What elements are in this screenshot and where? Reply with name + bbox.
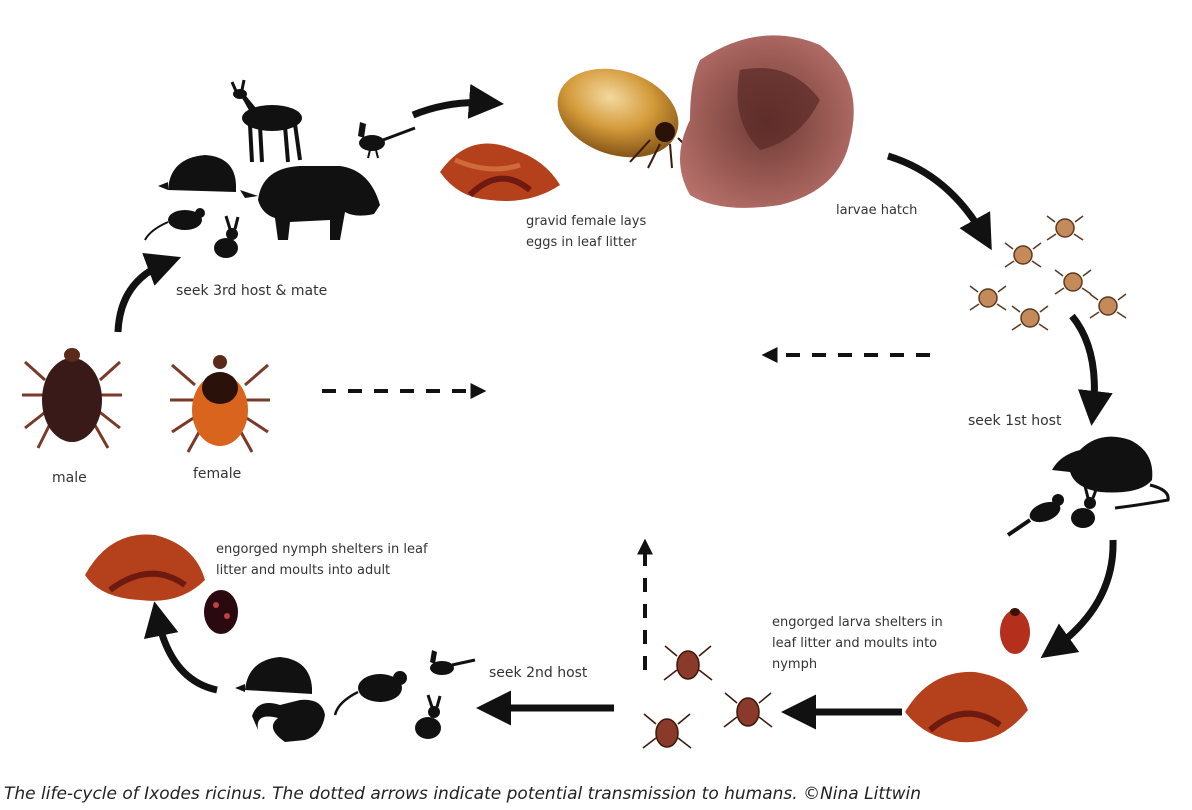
arrow-seek-3rd-host	[118, 262, 168, 332]
nymph-1	[664, 646, 712, 680]
engorged-nymph	[204, 590, 238, 634]
label-seek-3rd-host: seek 3rd host & mate	[176, 282, 327, 301]
female-tick	[170, 355, 270, 452]
label-engorged-larva: engorged larva shelters in leaf litter a…	[772, 612, 943, 675]
gravid-female-tick	[546, 54, 696, 172]
label-seek-1st-host: seek 1st host	[968, 412, 1061, 431]
label-female: female	[193, 465, 241, 484]
label-male: male	[52, 469, 87, 488]
larva-1	[1047, 216, 1083, 240]
larva-6	[1090, 294, 1126, 318]
larva-2	[1005, 243, 1041, 267]
arrow-to-eggs	[413, 103, 490, 116]
leaf-litter-bottom-right	[905, 672, 1028, 742]
rabbit-silhouette-bottom	[415, 695, 441, 739]
label-gravid-female: gravid female lays eggs in leaf litter	[526, 211, 646, 253]
arrow-to-first-host	[1072, 316, 1094, 412]
hedgehog-silhouette	[158, 155, 236, 192]
nymph-3	[643, 714, 691, 748]
label-engorged-nymph: engorged nymph shelters in leaf litter a…	[216, 539, 428, 581]
engorged-larva	[1000, 608, 1030, 654]
mouse-silhouette-bottom	[335, 671, 407, 715]
label-seek-2nd-host: seek 2nd host	[489, 664, 587, 683]
nymph-2	[724, 693, 772, 727]
rabbit-silhouette-right	[1071, 486, 1097, 528]
arrow-to-nymph-litter	[157, 615, 217, 690]
figure-caption: The life-cycle of Ixodes ricinus. The do…	[4, 784, 921, 804]
larvae-group	[970, 216, 1126, 330]
pheasant-silhouette	[358, 122, 415, 158]
male-tick	[22, 348, 122, 448]
squirrel-silhouette	[252, 700, 325, 742]
rat-silhouette	[1052, 437, 1168, 508]
larva-5	[1012, 306, 1048, 330]
label-larvae-hatch: larvae hatch	[836, 200, 917, 221]
pheasant-silhouette-bottom	[430, 650, 475, 675]
rabbit-silhouette-top	[214, 216, 238, 258]
mouse-silhouette-top	[145, 208, 205, 240]
arrow-to-larva-litter	[1052, 540, 1113, 650]
larva-4	[970, 286, 1006, 310]
hedgehog-silhouette-bottom	[235, 657, 312, 694]
bird-silhouette	[1008, 494, 1064, 535]
arrow-larvae-hatch	[888, 156, 985, 238]
boar-silhouette	[240, 166, 380, 240]
nymphs-group	[643, 646, 772, 748]
deer-silhouette	[232, 80, 302, 162]
larva-3	[1055, 270, 1091, 294]
leaf-litter-left	[85, 535, 205, 601]
egg-mass	[680, 35, 854, 208]
leaf-litter-top	[440, 144, 560, 201]
